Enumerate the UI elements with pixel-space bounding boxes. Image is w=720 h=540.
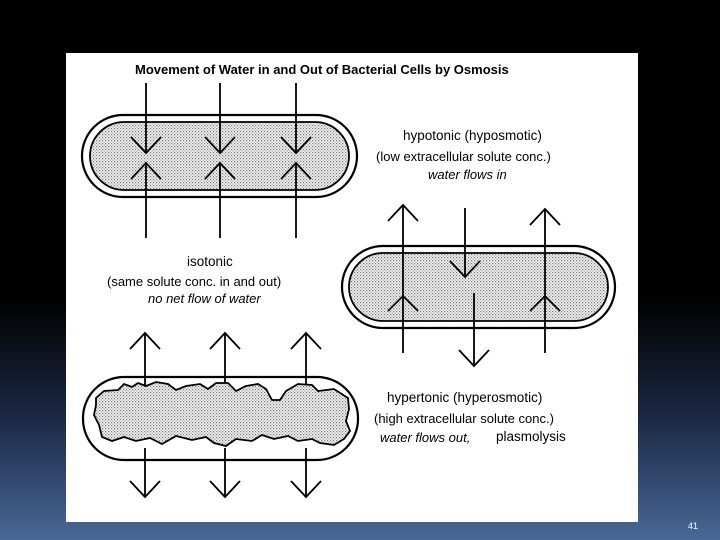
isotonic-flow: no net flow of water <box>148 291 261 306</box>
hypertonic-flow: water flows out, <box>380 430 470 445</box>
diagram-title: Movement of Water in and Out of Bacteria… <box>135 62 509 77</box>
isotonic-description: (same solute conc. in and out) <box>107 274 281 289</box>
isotonic-water-arrows <box>387 203 561 368</box>
hypertonic-water-arrows <box>129 331 322 499</box>
isotonic-cell <box>340 244 617 330</box>
hypertonic-label: hypertonic (hyperosmotic) <box>387 390 542 405</box>
osmosis-figure: Movement of Water in and Out of Bacteria… <box>66 53 638 522</box>
hypotonic-label: hypotonic (hyposmotic) <box>403 128 542 143</box>
hypertonic-extra: plasmolysis <box>496 429 566 444</box>
slide-page-number: 41 <box>687 521 698 531</box>
hypertonic-cell <box>81 375 360 462</box>
osmosis-diagram: Movement of Water in and Out of Bacteria… <box>80 62 617 499</box>
hypertonic-description: (high extracellular solute conc.) <box>374 411 554 426</box>
isotonic-label: isotonic <box>187 254 233 269</box>
hypotonic-water-arrows <box>130 83 312 238</box>
hypotonic-flow: water flows in <box>428 167 507 182</box>
hypotonic-description: (low extracellular solute conc.) <box>376 149 551 164</box>
